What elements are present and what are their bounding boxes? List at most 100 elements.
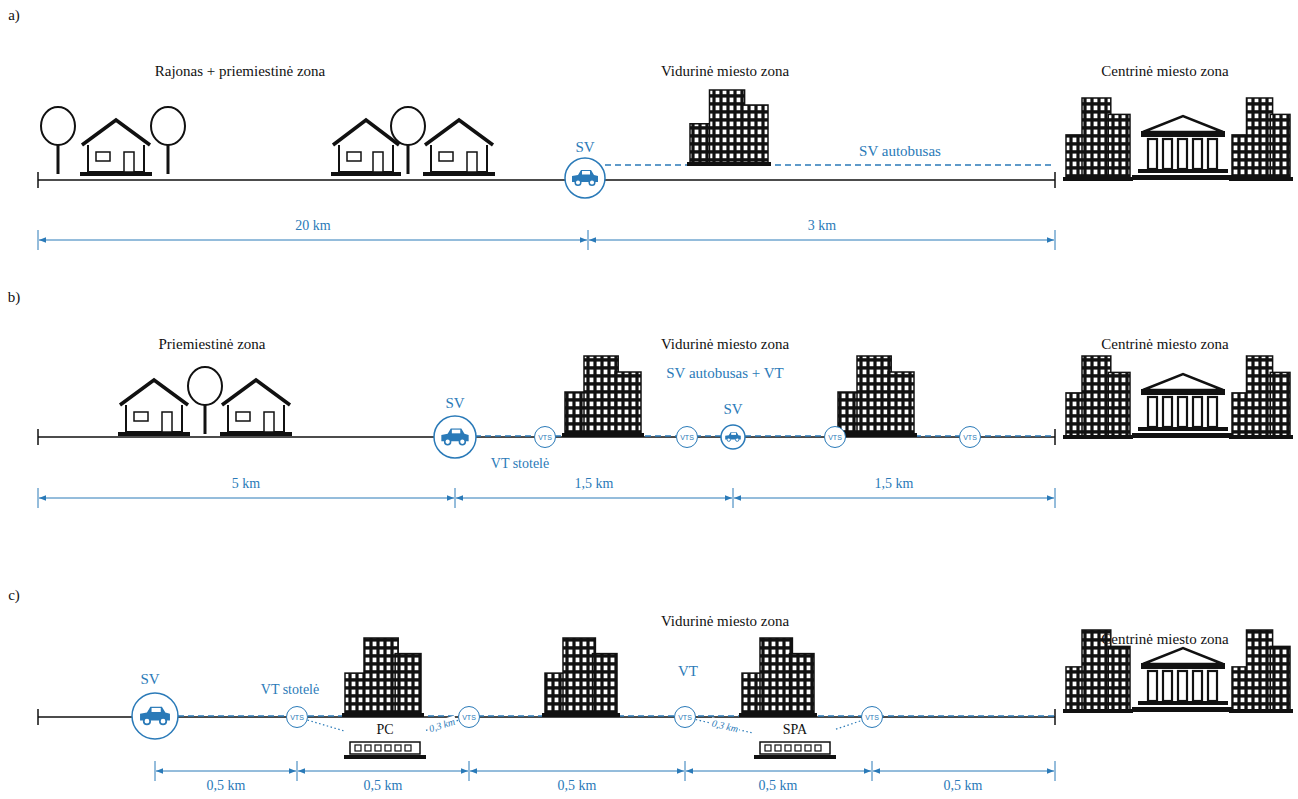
road-end-tick (1054, 429, 1056, 445)
house-window (96, 152, 110, 161)
house (220, 380, 292, 436)
dimension-tick (685, 761, 686, 781)
dimension-arrow (298, 771, 468, 772)
dimension-tick (588, 230, 589, 250)
car-symbol (132, 693, 178, 739)
house-roof (425, 120, 493, 145)
blue-annotation: SV (140, 671, 159, 688)
dimension-arrow (39, 498, 454, 499)
car-wheel (727, 438, 730, 441)
transit-stop-circle: VTS (534, 426, 556, 448)
house-window (134, 412, 148, 421)
house-roof (222, 380, 290, 405)
car-circle (434, 416, 476, 458)
walking-path-line (836, 721, 862, 730)
station-platform: PC (344, 723, 426, 763)
temple-column (1193, 139, 1202, 169)
platform-window (765, 745, 771, 751)
station-name: SPA (783, 723, 807, 737)
building-base (542, 713, 620, 717)
zone-heading: Vidurinė miesto zona (661, 613, 789, 630)
blue-annotation: SV autobusas + VT (666, 365, 784, 382)
apartment-building (1229, 98, 1293, 181)
apartment-building (687, 90, 771, 166)
zone-heading: Vidurinė miesto zona (661, 63, 789, 80)
building-block (615, 372, 641, 436)
apartment-building (739, 638, 817, 717)
car-wheel (575, 180, 581, 186)
dimension-tick (733, 488, 734, 508)
platform-window (395, 745, 401, 751)
apartment-building (1063, 356, 1133, 439)
building-block (888, 372, 914, 436)
temple-column (1178, 139, 1187, 169)
station-name: PC (376, 723, 393, 737)
road-end-tick (37, 709, 39, 725)
blue-annotation: 0,5 km (759, 778, 798, 794)
building-base (1229, 177, 1293, 181)
transit-stop-circle: VTS (861, 706, 883, 728)
house-roof (333, 120, 399, 145)
building-block (584, 356, 618, 436)
building-base (1063, 709, 1133, 713)
apartment-building (542, 638, 620, 717)
transit-stop-circle: VTS (676, 426, 698, 448)
apartment-building (1229, 356, 1293, 439)
building-base (1229, 435, 1293, 439)
tree-crown (391, 107, 425, 145)
car-window (582, 171, 590, 175)
car-wheel (736, 438, 739, 441)
house-wall (228, 402, 284, 432)
road-end-tick (37, 429, 39, 445)
temple-column (1208, 139, 1217, 169)
building-block (1247, 356, 1273, 438)
tree-trunk (167, 144, 170, 174)
blue-annotation: SV (575, 139, 594, 156)
platform-window (815, 745, 821, 751)
dimension-tick (872, 761, 873, 781)
building-block (790, 654, 814, 716)
blue-annotation: 1,5 km (575, 476, 614, 492)
house-roof (120, 380, 188, 405)
temple-pediment (1143, 374, 1223, 390)
road-end-tick (1054, 709, 1056, 725)
building-block (364, 638, 398, 716)
zone-heading: Rajonas + priemiestinė zona (155, 63, 326, 80)
transit-stop-circle: VTS (959, 426, 981, 448)
zone-heading: c) (8, 587, 20, 604)
temple-entablature (1141, 389, 1225, 395)
car-window (452, 430, 460, 434)
temple-pediment (1143, 116, 1223, 132)
car-symbol (565, 158, 605, 198)
house-window (236, 412, 250, 421)
dimension-arrow (686, 771, 871, 772)
house (423, 120, 495, 176)
building-block (395, 654, 421, 716)
house-wall (431, 142, 487, 172)
building-base (835, 433, 917, 437)
blue-annotation: VT stotelė (261, 682, 319, 698)
zone-heading: Centrinė miesto zona (1101, 631, 1228, 648)
apartment-building (835, 356, 917, 437)
house-window (439, 152, 453, 161)
car-wheel (445, 439, 451, 445)
blue-annotation: 0,5 km (207, 778, 246, 794)
building-base (687, 162, 771, 166)
dimension-arrow (39, 240, 587, 241)
platform-window (785, 745, 791, 751)
car-circle (721, 425, 745, 449)
building-block (760, 638, 792, 716)
temple-step (1138, 701, 1228, 705)
car-wheel (160, 718, 166, 724)
building-block (741, 105, 768, 165)
building-block (1082, 356, 1111, 438)
house-base (118, 432, 190, 436)
building-base (342, 713, 424, 717)
building-block (1082, 98, 1111, 180)
house-door (162, 412, 172, 432)
building-block (1270, 646, 1290, 712)
blue-annotation: 0,5 km (944, 778, 983, 794)
zone-heading: Centrinė miesto zona (1101, 63, 1228, 80)
blue-annotation: SV (723, 401, 742, 418)
